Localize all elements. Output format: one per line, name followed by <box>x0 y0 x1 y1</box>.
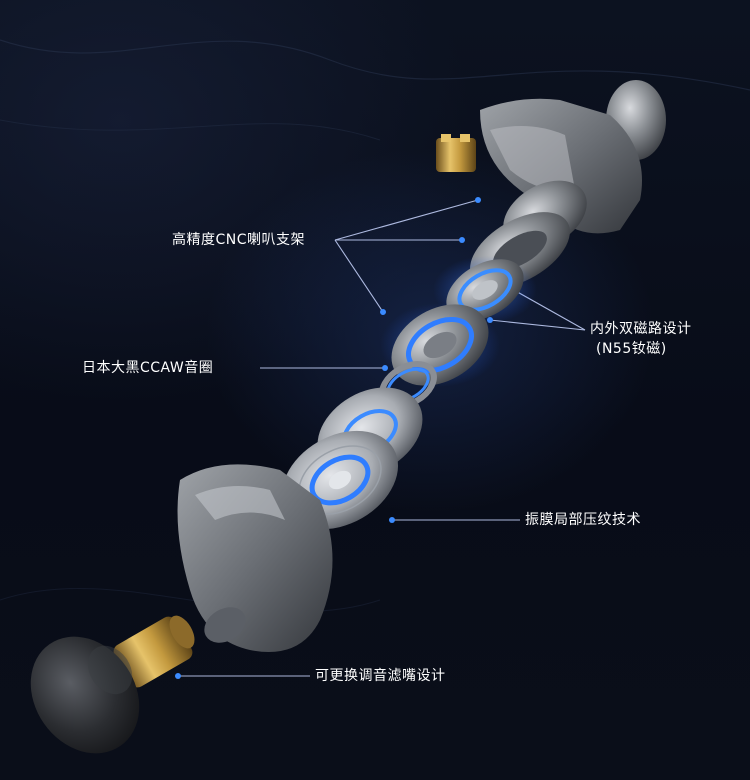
background-cable <box>0 39 750 91</box>
callout-magnetic-circuit: 内外双磁路设计 <box>590 321 692 337</box>
front-shell <box>177 464 333 652</box>
background-cable <box>0 119 381 141</box>
background-cable <box>0 588 381 612</box>
silicone-ear-tip <box>30 636 140 754</box>
callout-ccaw-coil: 日本大黑CCAW音圈 <box>82 360 214 376</box>
callout-nozzle: 可更换调音滤嘴设计 <box>315 668 446 684</box>
callout-diaphragm: 振膜局部压纹技术 <box>525 512 641 528</box>
back-shell-cap <box>480 80 666 234</box>
gold-connector-pins <box>436 134 476 172</box>
callout-cnc-frame: 高精度CNC喇叭支架 <box>171 232 305 248</box>
brass-tuning-nozzle <box>113 615 195 688</box>
callout-magnet-grade: (N55钕磁) <box>596 341 667 357</box>
